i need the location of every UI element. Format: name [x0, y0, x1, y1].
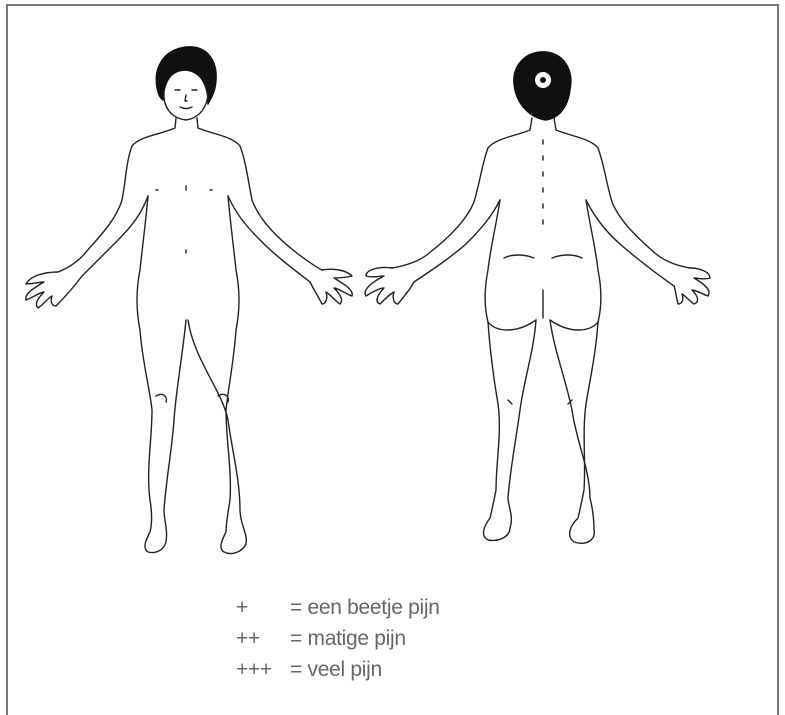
front-chest: [156, 186, 212, 253]
front-mouth: [180, 107, 192, 109]
front-left-leg: [140, 320, 186, 553]
back-right-leg: [550, 320, 598, 543]
back-left-hand: [365, 267, 414, 304]
back-waist: [504, 255, 582, 258]
front-right-arm: [228, 146, 322, 282]
front-kneecaps: [156, 394, 228, 402]
back-right-hand: [674, 268, 710, 304]
back-knee-marks: [508, 400, 572, 404]
legend-text: = veel pijn: [290, 654, 382, 685]
front-right-leg: [188, 320, 246, 554]
back-left-leg: [484, 320, 536, 540]
legend-text: = matige pijn: [290, 623, 406, 654]
back-right-arm: [586, 148, 690, 286]
back-left-arm: [392, 148, 500, 282]
front-body-figure: [26, 47, 353, 554]
back-body-figure: [365, 52, 710, 543]
front-left-hand: [26, 272, 82, 308]
legend-row-little-pain: + = een beetje pijn: [236, 592, 440, 623]
legend-row-much-pain: +++ = veel pijn: [236, 654, 440, 685]
front-left-arm: [58, 146, 148, 276]
front-neck: [132, 118, 240, 146]
legend-symbol: +: [236, 592, 290, 623]
front-right-hand: [310, 269, 352, 304]
front-torso: [137, 196, 239, 330]
pain-legend: + = een beetje pijn ++ = matige pijn +++…: [236, 592, 440, 685]
back-buttocks: [488, 290, 598, 330]
legend-symbol: ++: [236, 623, 290, 654]
legend-text: = een beetje pijn: [290, 592, 440, 623]
legend-symbol: +++: [236, 654, 290, 685]
front-nose: [185, 95, 187, 101]
legend-row-moderate-pain: ++ = matige pijn: [236, 623, 440, 654]
